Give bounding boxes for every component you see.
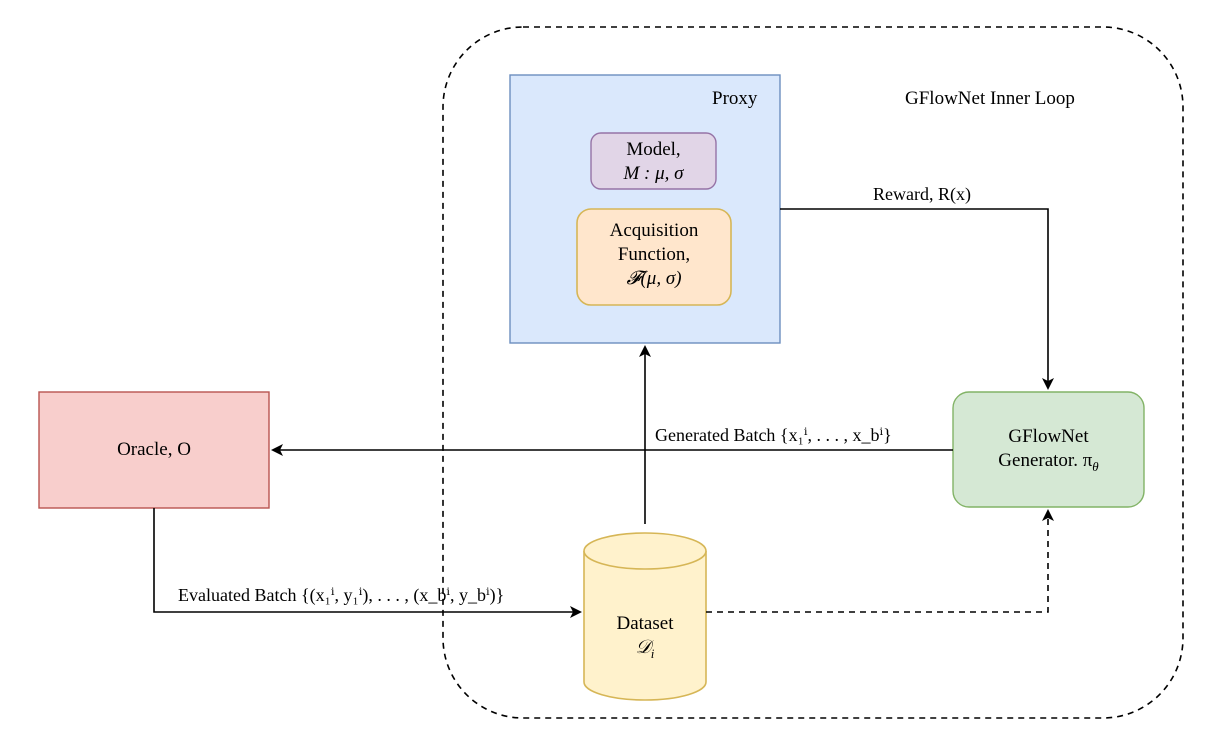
dataset-subscript: i	[650, 645, 655, 661]
dataset-to-gflownet-edge	[706, 509, 1054, 613]
model-label: Model, M : μ, σ	[591, 138, 716, 186]
gflownet-subscript: θ	[1092, 458, 1099, 474]
model-label-line2: M : μ, σ	[623, 163, 684, 184]
reward-edge-label: Reward, R(x)	[873, 184, 971, 204]
dataset-line2: 𝒟i	[584, 636, 706, 666]
reward-edge	[780, 208, 1054, 390]
inner-loop-label: GFlowNet Inner Loop	[905, 88, 1075, 109]
acquisition-line1: Acquisition	[609, 220, 699, 241]
proxy-label: Proxy	[712, 88, 758, 109]
model-box[interactable]	[590, 132, 717, 190]
dataset-label: Dataset 𝒟i	[584, 612, 706, 666]
acquisition-line3: 𝓕(μ, σ)	[626, 268, 682, 289]
gflownet-line1: GFlowNet	[1008, 426, 1089, 447]
dataset-line2-text: 𝒟	[635, 637, 651, 658]
acquisition-line2: Function,	[617, 244, 691, 265]
generated-batch-edge-label: Generated Batch {x₁ⁱ, . . . , x_bⁱ}	[655, 425, 892, 445]
acquisition-function-box[interactable]	[576, 208, 732, 306]
gflownet-label: GFlowNet Generator. πθ	[953, 425, 1144, 479]
inner-loop-container	[442, 26, 1184, 719]
oracle-box[interactable]	[38, 391, 270, 509]
evaluated-batch-edge	[153, 508, 582, 618]
dataset-line1: Dataset	[616, 613, 674, 634]
acquisition-function-label: Acquisition Function, 𝓕(μ, σ)	[577, 219, 731, 291]
gflownet-line2-text: Generator. π	[998, 450, 1093, 471]
oracle-label: Oracle, O	[117, 439, 191, 460]
model-label-line1: Model,	[626, 139, 681, 160]
evaluated-batch-edge-label: Evaluated Batch {(x₁ⁱ, y₁ⁱ), . . . , (x_…	[178, 585, 505, 605]
dataset-cylinder[interactable]	[583, 532, 707, 701]
gflownet-line2: Generator. πθ	[953, 449, 1144, 479]
